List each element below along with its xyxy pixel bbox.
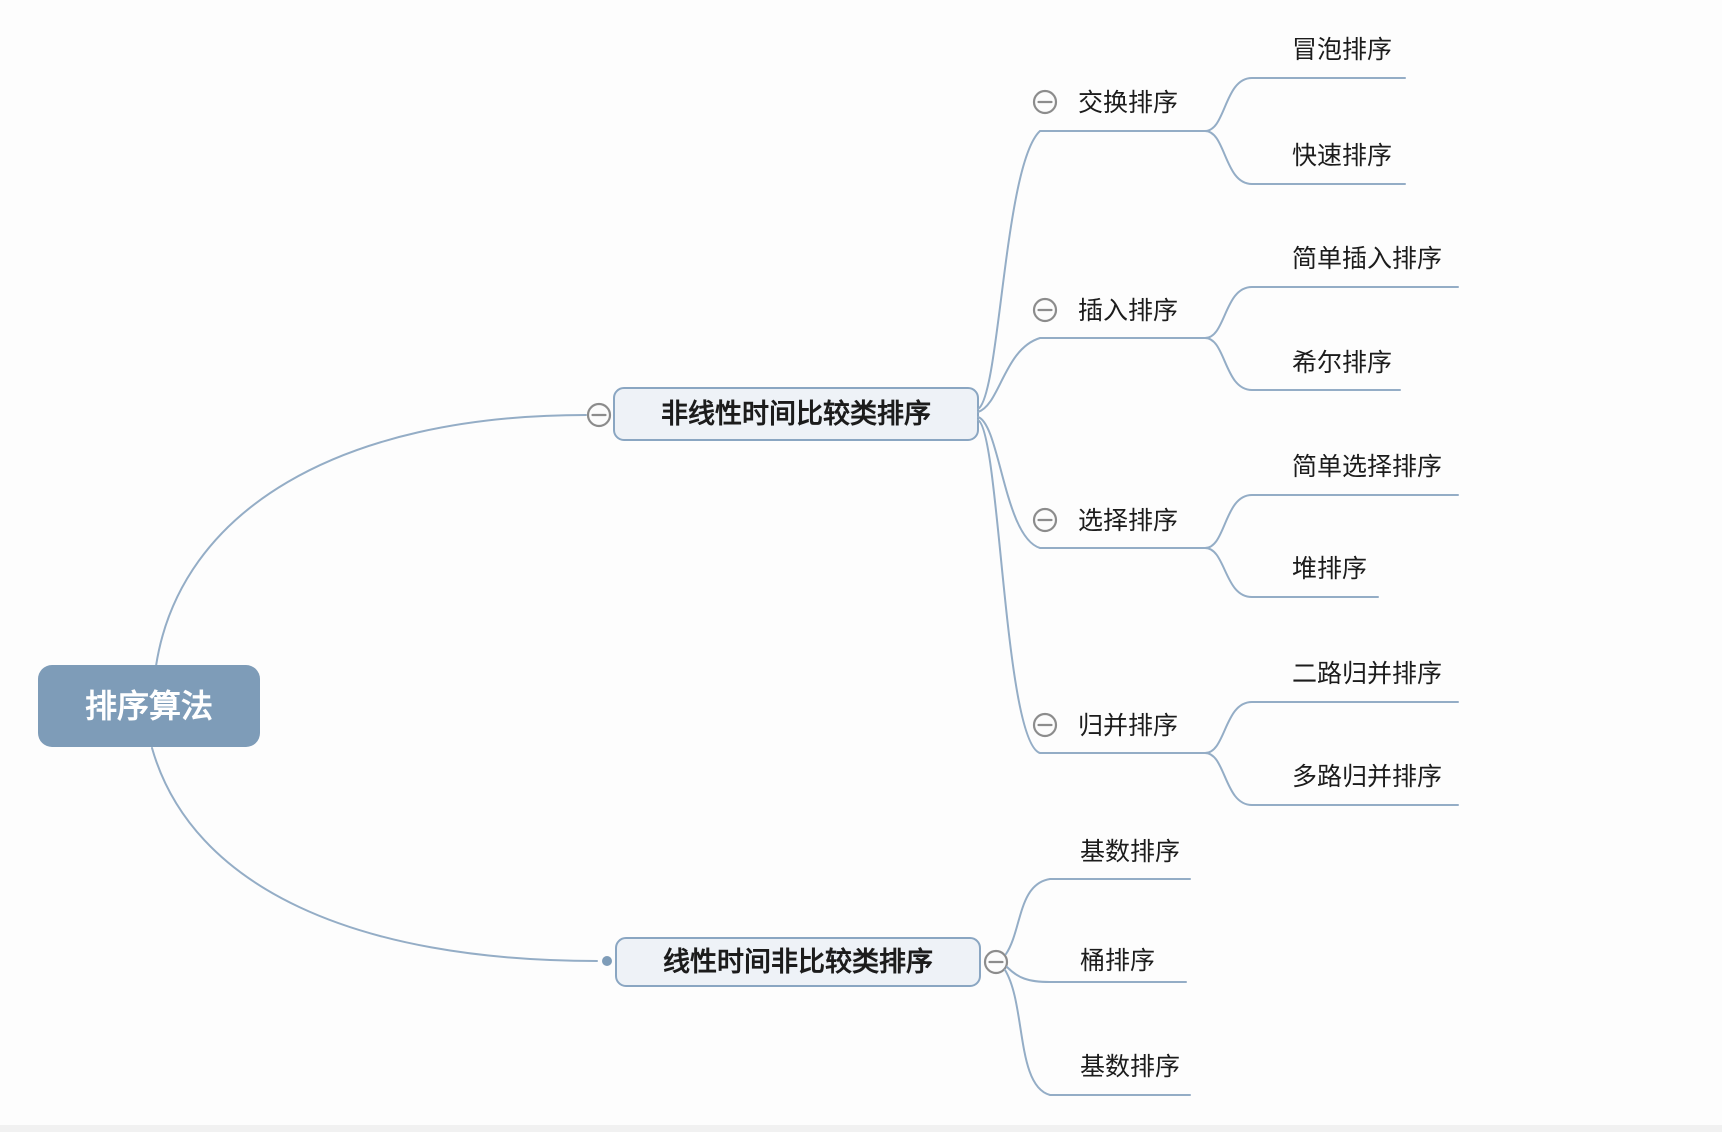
root-node[interactable] xyxy=(38,665,260,747)
main-topic-nonlinear-label[interactable]: 非线性时间比较类排序 xyxy=(661,398,931,429)
subtopic-exchange-sort[interactable]: 交换排序 xyxy=(1078,89,1178,117)
connector-multi-way-merge-sort xyxy=(1204,752,1459,806)
leaf-two-way-merge-sort[interactable]: 二路归并排序 xyxy=(1292,660,1442,688)
connector-shell-sort xyxy=(1204,337,1401,391)
leaf-simple-selection-sort[interactable]: 简单选择排序 xyxy=(1292,453,1442,481)
connector-simple-insertion-sort xyxy=(1204,286,1459,339)
connector-simple-selection-sort xyxy=(1204,494,1459,549)
connector-quick-sort xyxy=(1204,130,1406,185)
main-topic-linear-label[interactable]: 线性时间非比较类排序 xyxy=(663,946,933,977)
leaf-bubble-sort[interactable]: 冒泡排序 xyxy=(1292,36,1392,64)
leaf-heap-sort[interactable]: 堆排序 xyxy=(1292,555,1367,583)
main-topic-linear[interactable] xyxy=(615,937,981,987)
connector-heap-sort xyxy=(1204,547,1379,598)
leaf-radix-sort-1[interactable]: 基数排序 xyxy=(1080,838,1180,866)
connector-root-to-linear xyxy=(151,747,598,962)
connector-bubble-sort xyxy=(1204,77,1406,132)
root-node-label[interactable]: 排序算法 xyxy=(85,688,213,724)
connector-exchange-sort xyxy=(977,130,1206,410)
connector-two-way-merge-sort xyxy=(1204,701,1459,754)
leaf-shell-sort[interactable]: 希尔排序 xyxy=(1292,349,1392,377)
canvas-bottom-edge xyxy=(0,1125,1722,1132)
leaf-multi-way-merge-sort[interactable]: 多路归并排序 xyxy=(1292,763,1442,791)
connector-insertion-sort xyxy=(977,337,1206,413)
leaf-quick-sort[interactable]: 快速排序 xyxy=(1292,142,1392,170)
subtopic-insertion-sort[interactable]: 插入排序 xyxy=(1078,297,1178,325)
leaf-bucket-sort[interactable]: 桶排序 xyxy=(1080,947,1155,975)
leaf-simple-insertion-sort[interactable]: 简单插入排序 xyxy=(1292,245,1442,273)
subtopic-selection-sort[interactable]: 选择排序 xyxy=(1078,507,1178,535)
leaf-radix-sort-2[interactable]: 基数排序 xyxy=(1080,1053,1180,1081)
connector-bucket-sort xyxy=(1006,966,1187,983)
connection-dot-linear xyxy=(602,956,612,966)
connector-merge-sort xyxy=(977,419,1206,754)
connector-root-to-nonlinear xyxy=(155,414,587,667)
connector-radix-sort-1 xyxy=(1005,878,1191,955)
subtopic-merge-sort[interactable]: 归并排序 xyxy=(1078,712,1178,740)
main-topic-nonlinear[interactable] xyxy=(613,387,979,441)
connector-selection-sort xyxy=(977,416,1206,549)
connector-radix-sort-2 xyxy=(1004,969,1191,1096)
